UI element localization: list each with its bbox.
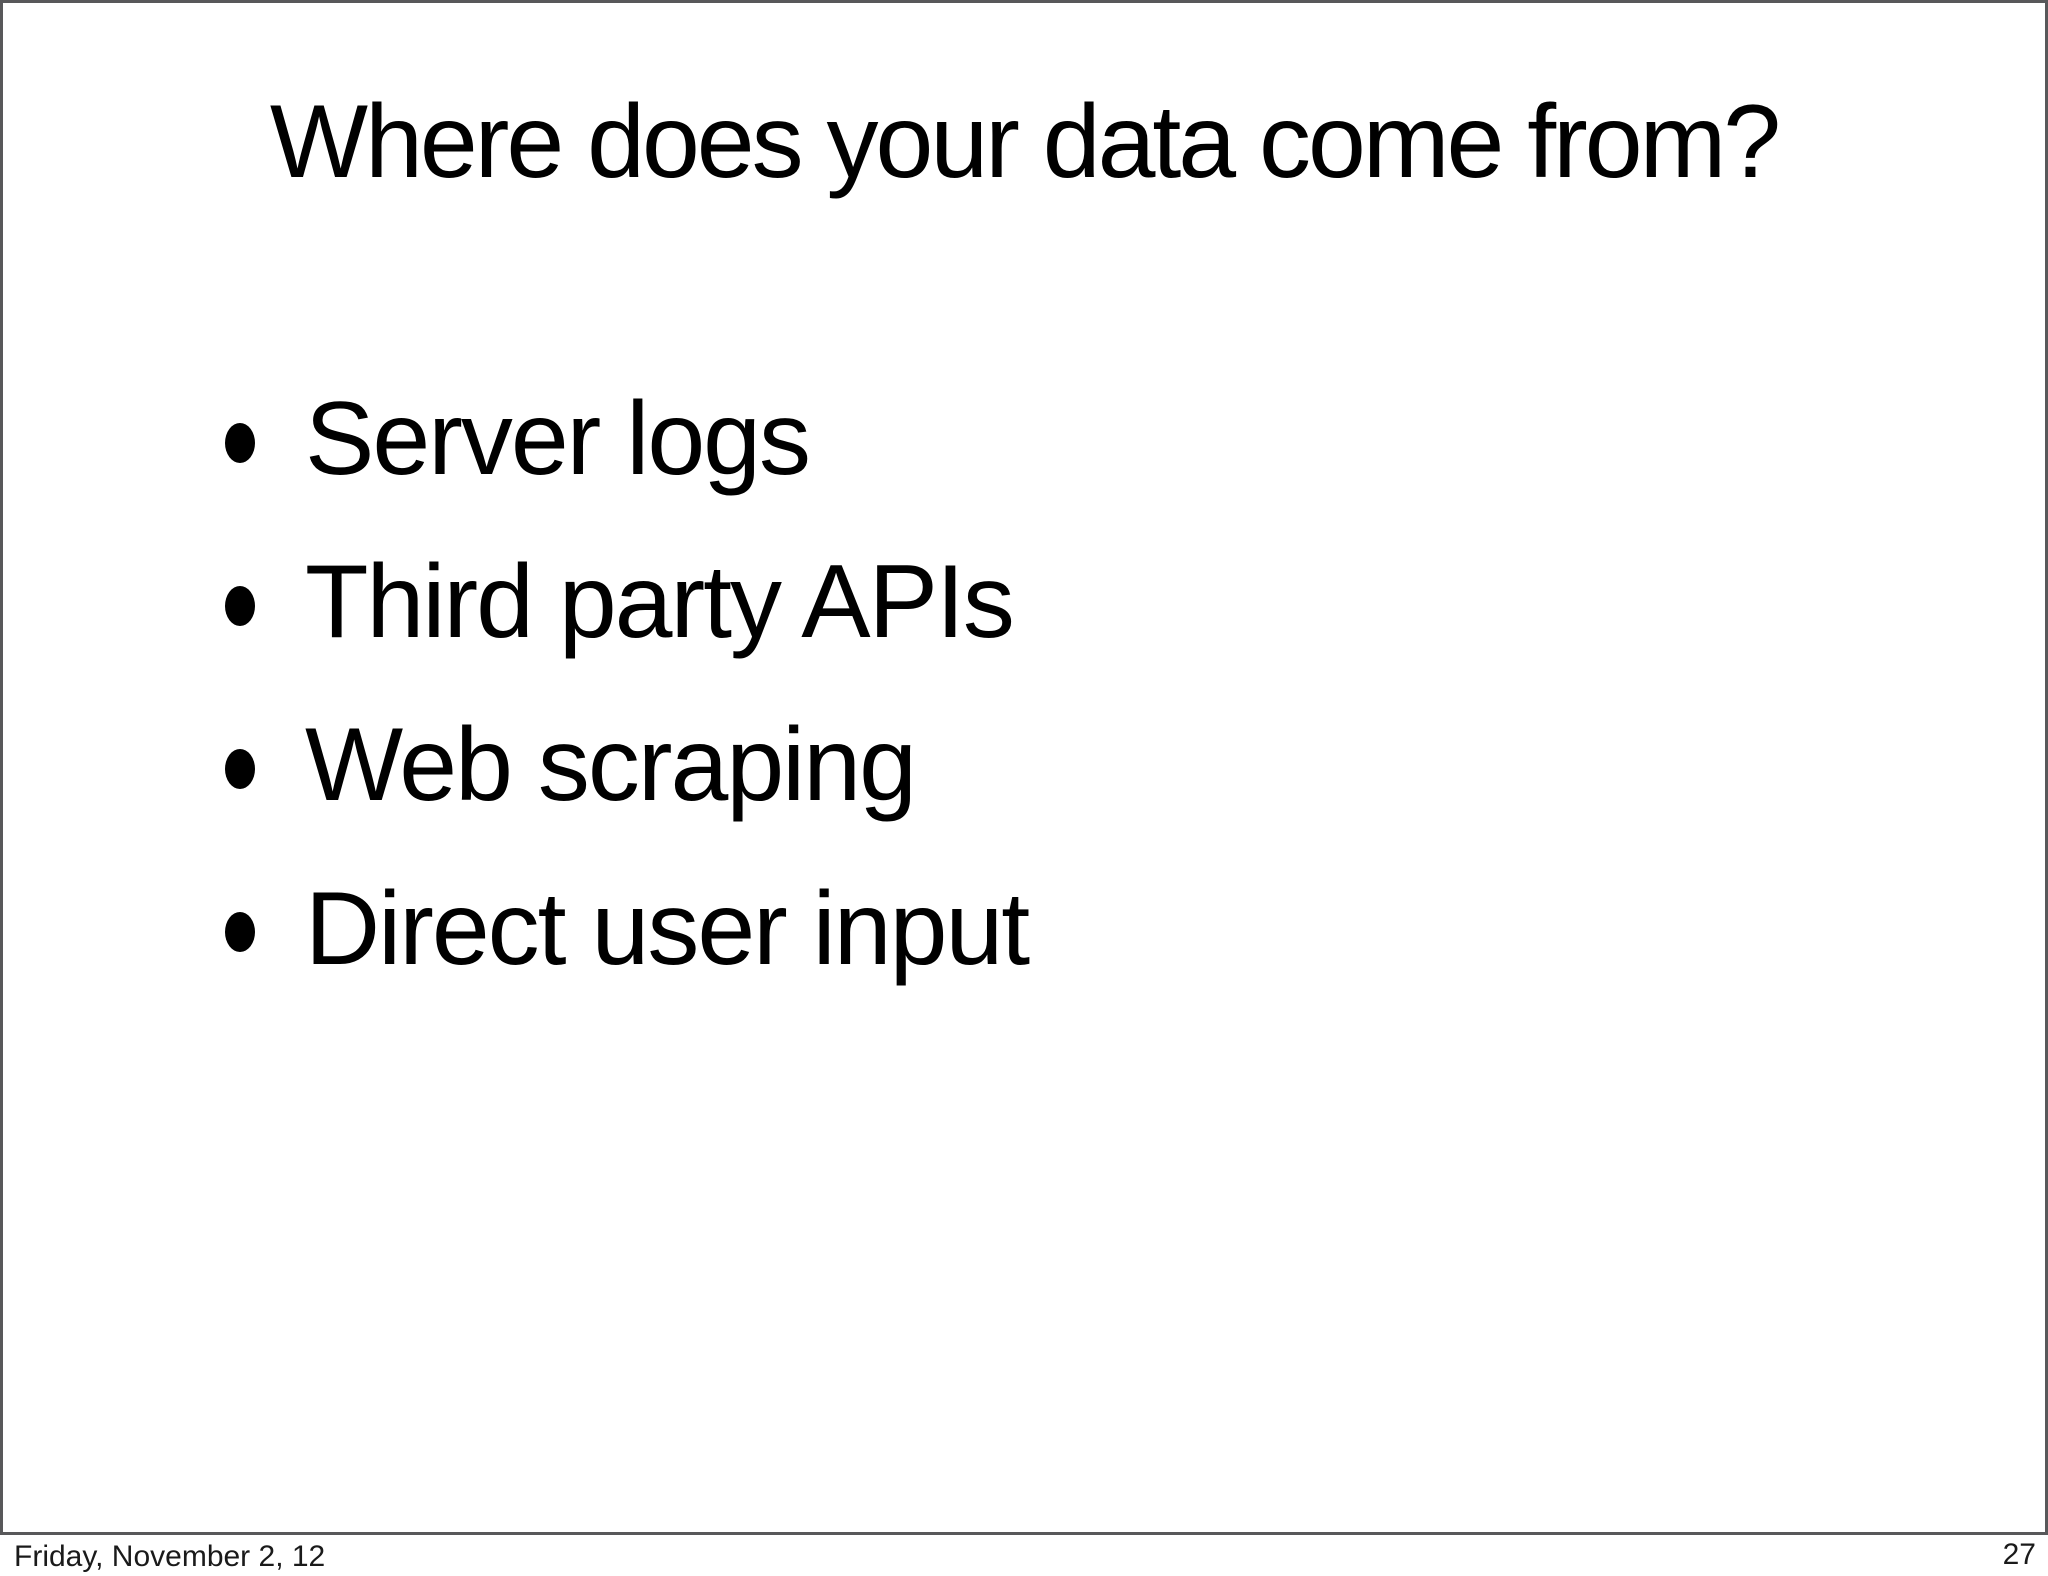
bullet-list: Server logs Third party APIs Web scrapin… [225,381,1030,1038]
list-item: Third party APIs [225,544,1028,661]
footer: Friday, November 2, 12 27 [0,1535,2048,1576]
bullet-text: Web scraping [305,707,917,824]
bullet-dot-icon [225,422,255,463]
bullet-dot-icon [225,912,255,953]
bullet-dot-icon [225,748,255,789]
slide: Where does your data come from? Server l… [0,0,2048,1535]
bullet-text: Direct user input [305,870,1030,987]
slide-title: Where does your data come from? [269,84,1781,200]
footer-date: Friday, November 2, 12 [14,1540,326,1573]
list-item: Server logs [225,381,1028,497]
bullet-dot-icon [225,585,255,626]
bullet-text: Server logs [305,381,811,497]
list-item: Web scraping [225,711,1028,820]
page-number: 27 [2002,1538,2036,1571]
list-item: Direct user input [225,870,1030,987]
bullet-text: Third party APIs [305,544,1015,661]
